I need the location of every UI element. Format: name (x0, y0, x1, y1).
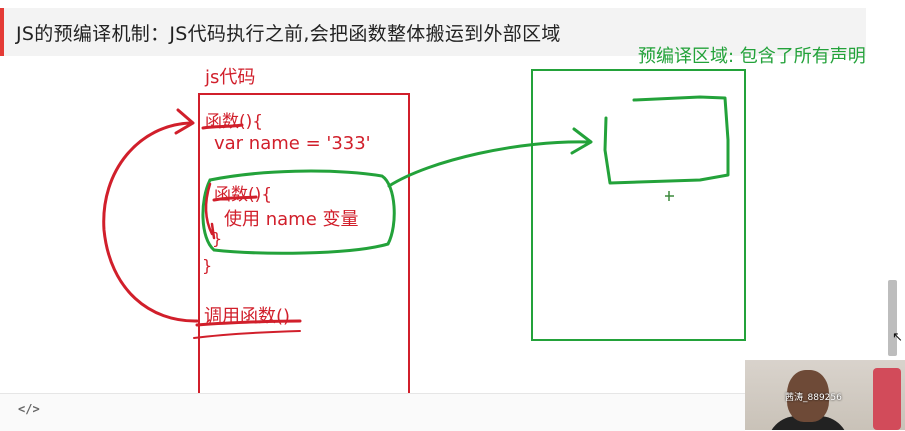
webcam-overlay: 茜涛_889256 (745, 360, 905, 430)
webcam-presenter-body (767, 416, 849, 430)
code-view-icon[interactable]: </> (18, 402, 40, 416)
call-function: 调用函数() (204, 306, 291, 327)
banner-title: JS的预编译机制：JS代码执行之前,会把函数整体搬运到外部区域 (16, 23, 561, 45)
title-banner: JS的预编译机制：JS代码执行之前,会把函数整体搬运到外部区域 (0, 8, 866, 56)
inner-function-circle (201, 169, 396, 255)
func2-close-brace: } (212, 229, 223, 248)
hoisted-function-sketch (603, 95, 730, 185)
func2-declaration: 函数(){ (214, 185, 273, 205)
crosshair-marker (665, 191, 674, 201)
func1-body: var name = '333' (214, 133, 371, 154)
func2-bracket-stroke (210, 222, 216, 240)
call-underline (195, 319, 302, 327)
hoist-arrow (387, 140, 591, 188)
func2-underline (212, 195, 258, 202)
webcam-presenter-head (787, 370, 829, 422)
call-underline-lower (193, 330, 301, 339)
call-arrowhead (174, 108, 195, 135)
precompile-area-box (531, 69, 746, 341)
js-code-title: js代码 (205, 67, 256, 88)
call-to-declaration-arrow (102, 121, 199, 323)
vertical-scrollbar[interactable] (888, 280, 897, 356)
precompile-area-title: 预编译区域: 包含了所有声明 (638, 46, 866, 67)
webcam-name-label: 茜涛_889256 (785, 393, 842, 403)
func1-declaration: 函数(){ (205, 112, 264, 132)
bottom-toolbar: </> (0, 393, 745, 431)
func1-close-brace: } (202, 256, 213, 275)
webcam-background-chair (873, 368, 901, 430)
func2-bracket-left (204, 182, 214, 236)
hoist-arrowhead (570, 127, 593, 155)
func2-body: 使用 name 变量 (224, 209, 359, 230)
mouse-cursor-icon: ↖ (892, 330, 903, 345)
func1-underline (201, 123, 244, 130)
